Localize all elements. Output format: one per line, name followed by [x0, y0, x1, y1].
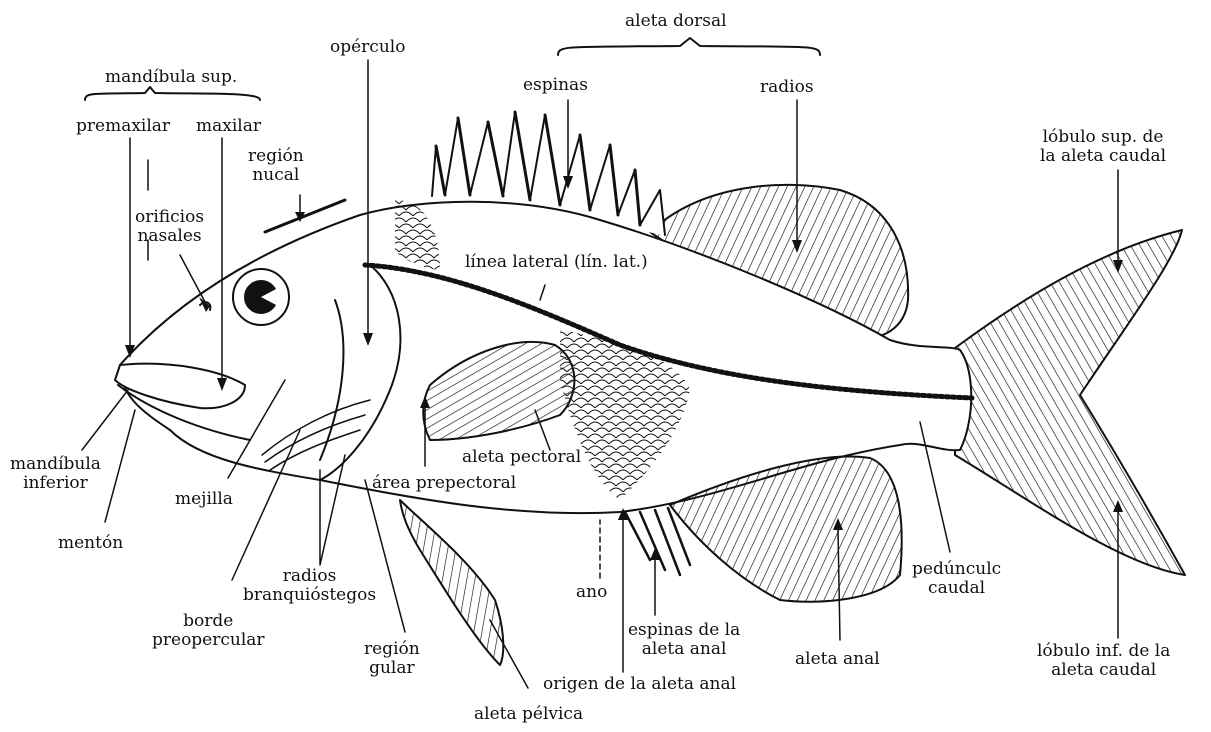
label-radios: radios [760, 78, 814, 97]
label-mandibula: mandíbula [10, 455, 101, 474]
label-ano: ano [576, 583, 607, 602]
label-operculo: opérculo [330, 38, 405, 57]
label-mandibula-inferior: mandíbula inferior [10, 455, 101, 493]
label-gular: gular [364, 659, 420, 678]
label-linea-lateral: línea lateral (lín. lat.) [465, 253, 648, 272]
label-lobulo-inf-line1: lóbulo inf. de la [1037, 642, 1170, 661]
label-radios-b: radios [243, 567, 376, 586]
label-espinas-aleta-anal: espinas de la aleta anal [628, 621, 740, 659]
label-menton: mentón [58, 534, 123, 553]
label-radios-branquiostegos: radios branquióstegos [243, 567, 376, 605]
label-mejilla: mejilla [175, 490, 233, 509]
label-branquiostegos: branquióstegos [243, 586, 376, 605]
label-borde: borde [152, 612, 265, 631]
label-borde-preopercular: borde preopercular [152, 612, 265, 650]
label-orificios: orificios [135, 208, 204, 227]
label-pedunculo: pedúnculc [912, 560, 1001, 579]
label-region-nucal: región nucal [248, 147, 304, 185]
label-espinas-de-la: espinas de la [628, 621, 740, 640]
label-espinas: espinas [523, 76, 588, 95]
label-aleta-dorsal: aleta dorsal [625, 12, 727, 31]
label-mandibula-sup: mandíbula sup. [105, 68, 237, 87]
label-area-prepectoral: área prepectoral [372, 474, 516, 493]
caudal-fin [955, 230, 1185, 575]
label-aleta-pectoral: aleta pectoral [462, 448, 581, 467]
label-origen-aleta-anal: origen de la aleta anal [543, 675, 736, 694]
label-aleta-anal-a: aleta anal [628, 640, 740, 659]
bracket-aleta-dorsal [558, 38, 820, 55]
label-caudal: caudal [912, 579, 1001, 598]
label-lobulo-inf: lóbulo inf. de la aleta caudal [1037, 642, 1170, 680]
label-region-g: región [364, 640, 420, 659]
label-aleta-pelvica: aleta pélvica [474, 705, 583, 724]
label-lobulo-sup-line2: la aleta caudal [1040, 147, 1166, 166]
label-region: región [248, 147, 304, 166]
label-aleta-anal: aleta anal [795, 650, 880, 669]
label-pedunculo-caudal: pedúnculc caudal [912, 560, 1001, 598]
label-nasales: nasales [135, 227, 204, 246]
label-inferior: inferior [10, 474, 101, 493]
label-lobulo-sup-line1: lóbulo sup. de [1040, 128, 1166, 147]
label-lobulo-sup: lóbulo sup. de la aleta caudal [1040, 128, 1166, 166]
label-lobulo-inf-line2: aleta caudal [1037, 661, 1170, 680]
bracket-mandibula-sup [85, 87, 260, 100]
label-maxilar: maxilar [196, 117, 261, 136]
label-region-gular: región gular [364, 640, 420, 678]
label-premaxilar: premaxilar [76, 117, 170, 136]
label-nucal: nucal [248, 166, 304, 185]
label-orificios-nasales: orificios nasales [135, 208, 204, 246]
label-preopercular: preopercular [152, 631, 265, 650]
